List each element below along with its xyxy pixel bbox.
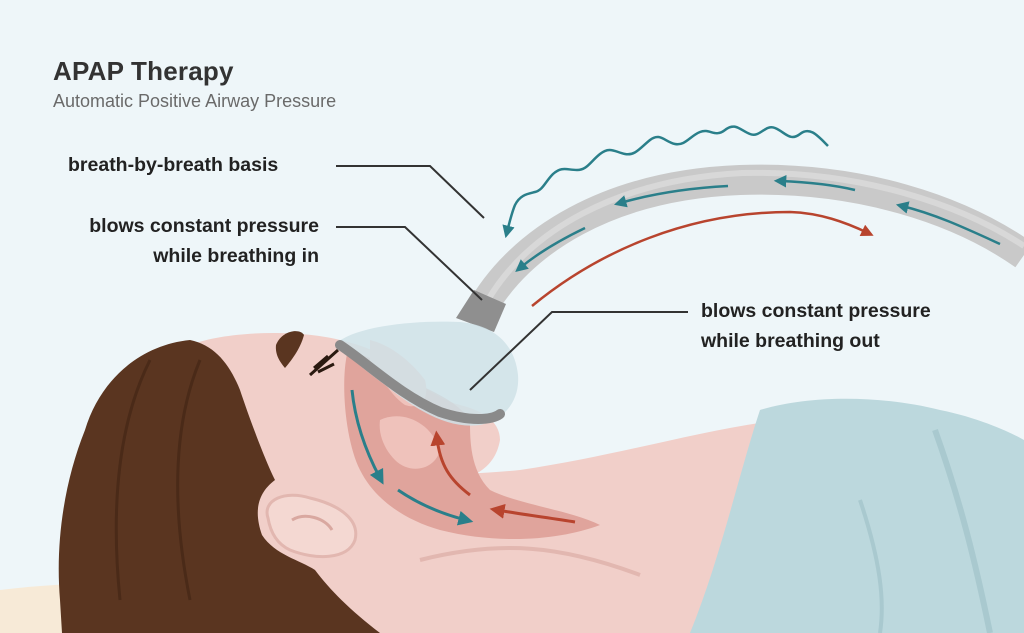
collarbone xyxy=(419,546,641,577)
mask xyxy=(338,321,519,426)
leader-line-breath-basis xyxy=(336,165,485,219)
inhale-flow-arrow-icon xyxy=(613,184,729,208)
page-subtitle: Automatic Positive Airway Pressure xyxy=(53,91,337,111)
inhale-flow-arrow-icon xyxy=(397,488,474,526)
blanket-fold xyxy=(858,499,884,633)
label-breath-basis-text: breath-by-breath basis xyxy=(68,154,279,176)
hose-connector xyxy=(456,290,506,332)
hair xyxy=(58,340,380,633)
exhale-flow-arrow-icon xyxy=(430,430,471,497)
eyebrow xyxy=(275,331,304,368)
inhale-flow-arrow-icon xyxy=(773,175,856,192)
label-exhale: blows constant pressure while breathing … xyxy=(701,296,931,356)
hose-highlight xyxy=(485,169,1024,302)
blanket-fold xyxy=(932,428,993,633)
leader-line-exhale xyxy=(469,311,688,391)
eyelashes xyxy=(309,348,339,377)
exhale-flow-arrow-icon xyxy=(489,503,576,524)
page-title: APAP Therapy xyxy=(53,56,234,86)
wavy-air-arrow-icon xyxy=(502,125,829,239)
hair-strand xyxy=(176,359,202,601)
ear xyxy=(265,493,358,559)
blanket xyxy=(690,398,1024,633)
ear-inner xyxy=(291,514,334,531)
label-exhale-line-1: blows constant pressure xyxy=(701,300,931,322)
hair-strand xyxy=(114,359,152,601)
label-exhale-line-2: while breathing out xyxy=(701,330,880,352)
label-inhale: blows constant pressure while breathing … xyxy=(89,211,319,271)
label-breath-basis: breath-by-breath basis xyxy=(68,150,278,180)
tongue xyxy=(379,416,440,469)
leader-line-inhale xyxy=(336,226,483,301)
inhale-flow-arrow-icon xyxy=(515,226,586,273)
inhale-flow-arrow-icon xyxy=(895,201,1001,246)
hose xyxy=(466,164,1024,320)
mask-strap xyxy=(335,340,505,424)
label-inhale-line-2: while breathing in xyxy=(153,245,319,267)
inhale-flow-arrow-icon xyxy=(350,389,384,485)
exhale-flow-arrow-icon xyxy=(531,210,874,307)
label-inhale-line-1: blows constant pressure xyxy=(89,215,319,237)
